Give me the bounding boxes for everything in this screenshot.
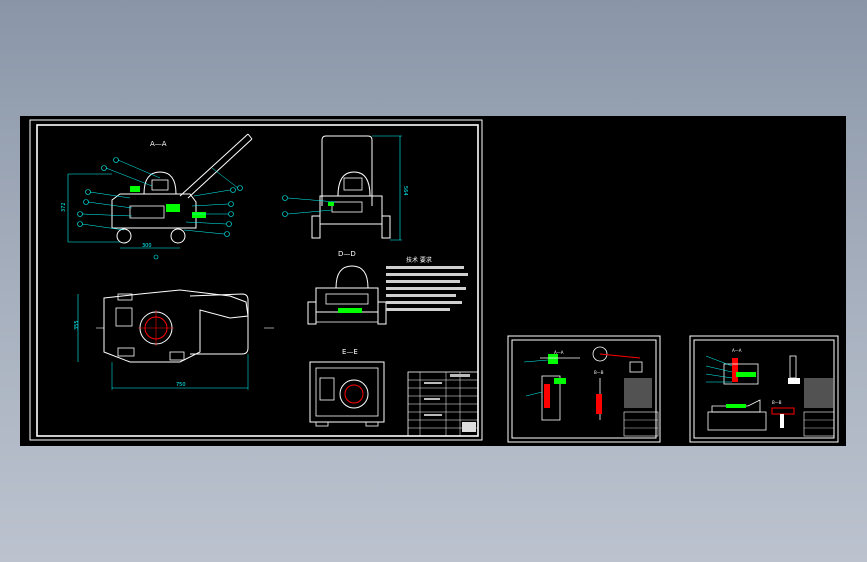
technical-notes: 技术 要求 — [386, 256, 468, 311]
balloon-7 — [230, 187, 236, 193]
engine-cover — [143, 171, 177, 195]
green-part-a — [166, 204, 180, 212]
section-a-label: A—A — [150, 140, 167, 148]
balloon-3 — [85, 189, 91, 195]
main-title-block — [407, 371, 479, 437]
balloon-9 — [228, 211, 234, 217]
handle-bar — [179, 133, 249, 197]
main-sheet-outer-border — [29, 119, 483, 441]
front-wheel — [116, 228, 132, 244]
dim-height-right: 564 — [402, 186, 408, 196]
cad-drawing-viewport[interactable]: A—A 372 300 — [20, 116, 846, 446]
green-part-c — [130, 186, 140, 192]
plan-view: 355 750 — [74, 289, 274, 390]
d-green-part — [338, 308, 362, 313]
front-right-wheel — [381, 215, 391, 239]
plan-handle — [189, 293, 249, 355]
front-view: 564 — [282, 135, 408, 241]
section-d-view: D—D — [307, 250, 387, 325]
section-e-view: E—E — [309, 348, 385, 427]
dim-plan-length: 750 — [176, 382, 186, 388]
balloon-11 — [224, 231, 230, 237]
section-a-view: A—A 372 300 — [61, 133, 253, 249]
handle-bar-inner — [187, 138, 253, 199]
main-drawing-sheet: A—A 372 300 — [29, 119, 483, 441]
balloon-13 — [153, 254, 159, 260]
dim-height-left: 372 — [61, 202, 67, 212]
balloon-14 — [282, 195, 288, 201]
part-balloons — [77, 157, 243, 260]
dim-plan-height: 355 — [74, 320, 80, 330]
sheet3-label-a: A—A — [732, 348, 742, 353]
balloon-2 — [101, 165, 107, 171]
mower-deck — [111, 193, 197, 229]
balloon-15 — [282, 211, 288, 217]
detail-sheet-2: A—A B—B — [507, 335, 661, 443]
balloon-1 — [113, 157, 119, 163]
sheet2-label-b: B—B — [594, 370, 604, 375]
main-sheet-inner-border — [36, 124, 479, 437]
front-engine — [337, 171, 371, 197]
front-left-wheel — [311, 215, 321, 239]
front-deck — [319, 195, 383, 225]
e-housing — [309, 361, 385, 423]
green-part-b — [192, 212, 206, 218]
d-engine — [335, 265, 369, 289]
plan-outline — [103, 289, 249, 363]
balloon-6 — [77, 221, 83, 227]
balloon-8 — [228, 201, 234, 207]
e-blade-disc — [344, 384, 364, 404]
balloon-5 — [77, 211, 83, 217]
section-d-label: D—D — [338, 250, 356, 258]
balloon-10 — [226, 221, 232, 227]
detail-sheet-3: A—A B—B — [689, 335, 839, 443]
rear-wheel — [170, 228, 186, 244]
cad-drawing-canvas: A—A 372 300 — [29, 119, 839, 443]
sheet3-label-b: B—B — [772, 400, 782, 405]
notes-title: 技术 要求 — [406, 256, 432, 264]
sheet2-label-a: A—A — [554, 350, 564, 355]
front-handle — [321, 135, 373, 206]
balloon-4 — [83, 199, 89, 205]
balloon-12 — [237, 185, 243, 191]
section-e-label: E—E — [342, 348, 358, 356]
dim-width-bottom: 300 — [142, 243, 152, 249]
